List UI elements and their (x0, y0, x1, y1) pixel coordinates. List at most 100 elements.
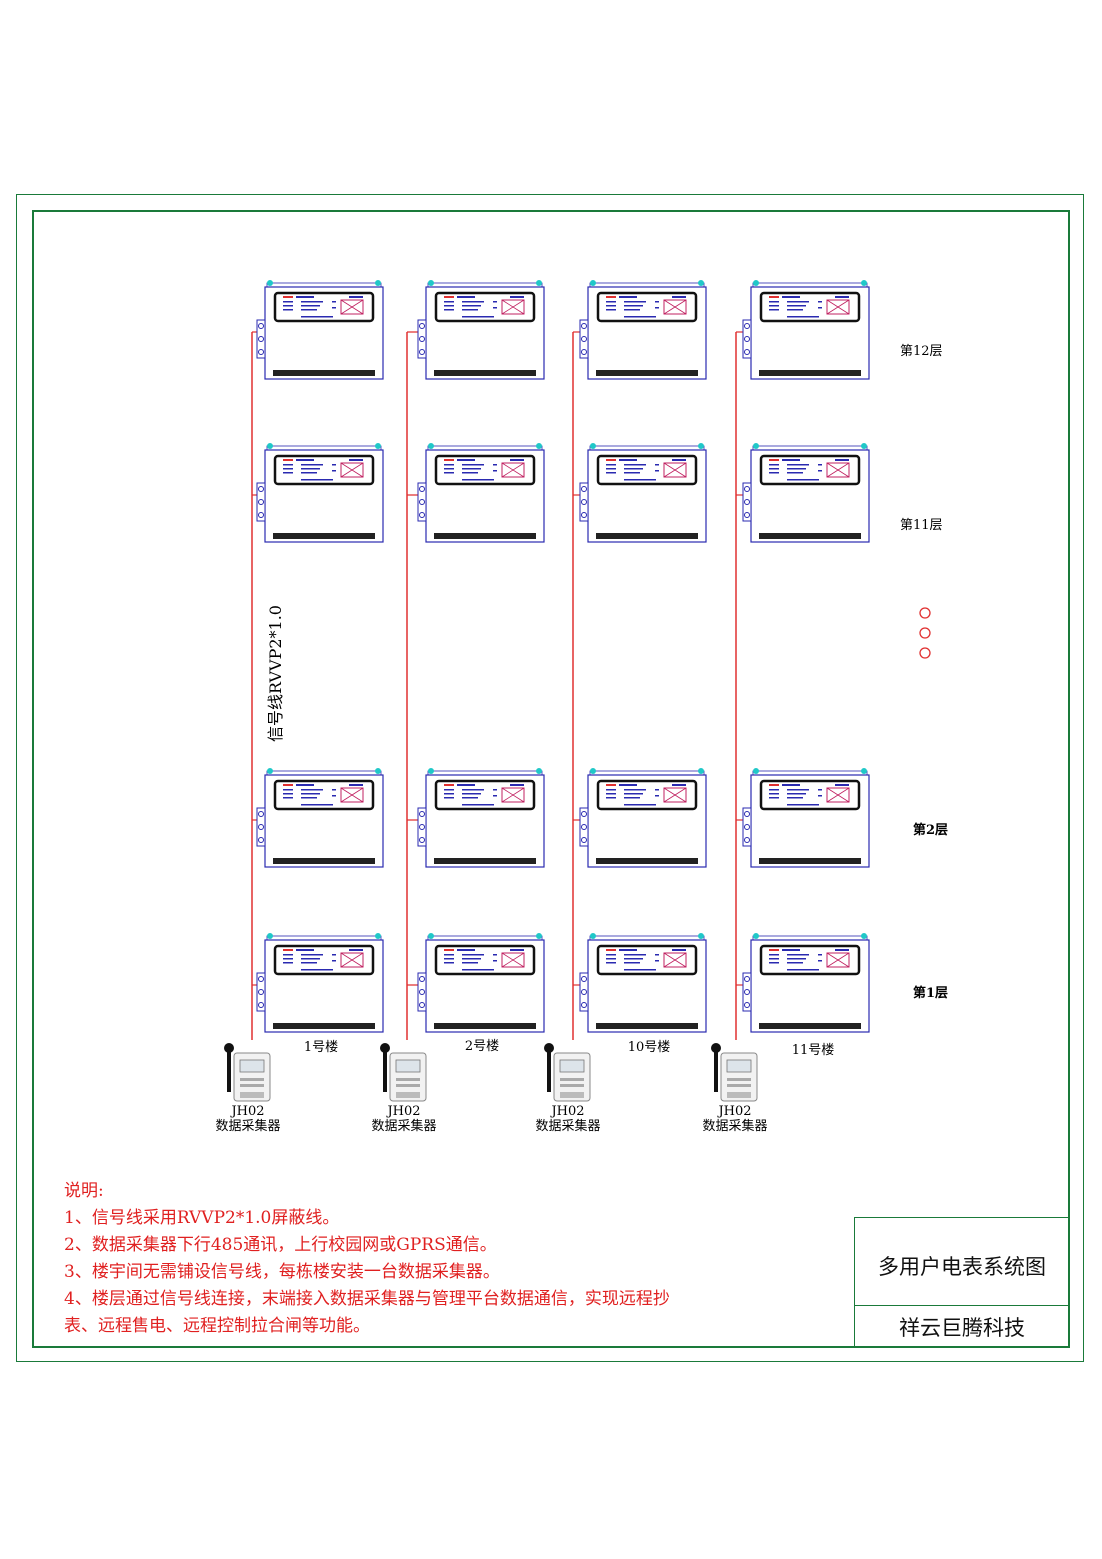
side-terminal (417, 807, 427, 847)
collector-label (727, 1084, 751, 1087)
collector-model: JH02 (231, 1104, 265, 1119)
display-text (606, 305, 616, 307)
terminal-screw (581, 336, 587, 342)
display-text (787, 962, 803, 964)
display-text (493, 307, 497, 309)
collector-screen (239, 1059, 265, 1073)
mount-tab (427, 445, 543, 451)
logo-mark (501, 952, 525, 968)
meter-box (256, 933, 384, 1033)
meter-box (417, 443, 545, 543)
terminal-strip (273, 858, 375, 864)
building-label: 11号楼 (791, 1043, 835, 1058)
status-led (769, 296, 779, 298)
terminal-strip (759, 858, 861, 864)
display-text (818, 795, 822, 797)
terminal-strip (596, 1023, 698, 1029)
title-block: 多用户电表系统图 祥云巨腾科技 (854, 1217, 1069, 1347)
display-text (655, 307, 659, 309)
collector-base (396, 1092, 420, 1098)
meter-box (417, 768, 545, 868)
display-text (301, 793, 320, 795)
terminal-strip (273, 1023, 375, 1029)
display-text (332, 307, 336, 309)
ellipsis-mark (919, 607, 931, 619)
status-led (283, 784, 293, 786)
terminal-screw (258, 824, 264, 830)
display-text (818, 470, 822, 472)
display-text (782, 784, 800, 786)
status-led (444, 949, 454, 951)
logo-mark (663, 787, 687, 803)
collector-name: 数据采集器 (371, 1119, 437, 1134)
display-text (655, 960, 659, 962)
display-text (787, 479, 819, 481)
display-text (462, 962, 478, 964)
display-text (672, 296, 686, 298)
display-text (296, 949, 314, 951)
meter-box (742, 768, 870, 868)
terminal-screw (744, 824, 750, 830)
company-name: 祥云巨腾科技 (899, 1316, 1025, 1340)
display-text (462, 958, 481, 960)
terminal-strip (596, 533, 698, 539)
ellipsis-mark (919, 647, 931, 659)
display-text (283, 954, 293, 956)
terminal-strip (759, 533, 861, 539)
display-text (301, 464, 323, 466)
display-text (510, 459, 524, 461)
display-text (606, 468, 616, 470)
signal-line-label: 信号线RVVP2*1.0 (266, 605, 285, 742)
collector-name: 数据采集器 (702, 1119, 768, 1134)
mount-dot (375, 280, 381, 286)
mount-dot (753, 280, 759, 286)
side-terminal (579, 807, 589, 847)
terminal-screw (419, 323, 425, 329)
status-led (444, 459, 454, 461)
display-text (655, 795, 659, 797)
mount-dot (536, 443, 542, 449)
display-text (462, 969, 494, 971)
display-text (332, 464, 336, 466)
display-text (782, 459, 800, 461)
display-text (787, 969, 819, 971)
logo-mark (340, 299, 364, 315)
note-line: 1、信号线采用RVVP2*1.0屏蔽线。 (64, 1208, 340, 1228)
display-text (510, 949, 524, 951)
inner-frame (32, 210, 1070, 1348)
terminal-screw (419, 1002, 425, 1008)
display-text (655, 789, 659, 791)
collector-model: JH02 (718, 1104, 752, 1119)
side-terminal (417, 972, 427, 1012)
terminal-screw (419, 989, 425, 995)
display-text (301, 316, 333, 318)
logo-mark (340, 952, 364, 968)
terminal-screw (419, 824, 425, 830)
display-text (444, 468, 454, 470)
collector-label (396, 1084, 420, 1087)
display-text (462, 316, 494, 318)
collector-base (240, 1092, 264, 1098)
side-terminal (256, 319, 266, 359)
display-text (769, 301, 779, 303)
side-terminal (417, 482, 427, 522)
terminal-screw (258, 837, 264, 843)
display-text (493, 960, 497, 962)
side-terminal (579, 482, 589, 522)
meter-box (256, 443, 384, 543)
display-text (457, 296, 475, 298)
terminal-strip (434, 858, 536, 864)
display-text (283, 472, 293, 474)
display-text (301, 789, 323, 791)
mount-dot (267, 443, 273, 449)
display-text (769, 958, 779, 960)
display-text (349, 296, 363, 298)
mount-tab (266, 445, 382, 451)
display-text (457, 459, 475, 461)
display-text (332, 795, 336, 797)
mount-dot (267, 933, 273, 939)
logo-mark (826, 299, 850, 315)
display-text (444, 305, 454, 307)
terminal-screw (744, 811, 750, 817)
